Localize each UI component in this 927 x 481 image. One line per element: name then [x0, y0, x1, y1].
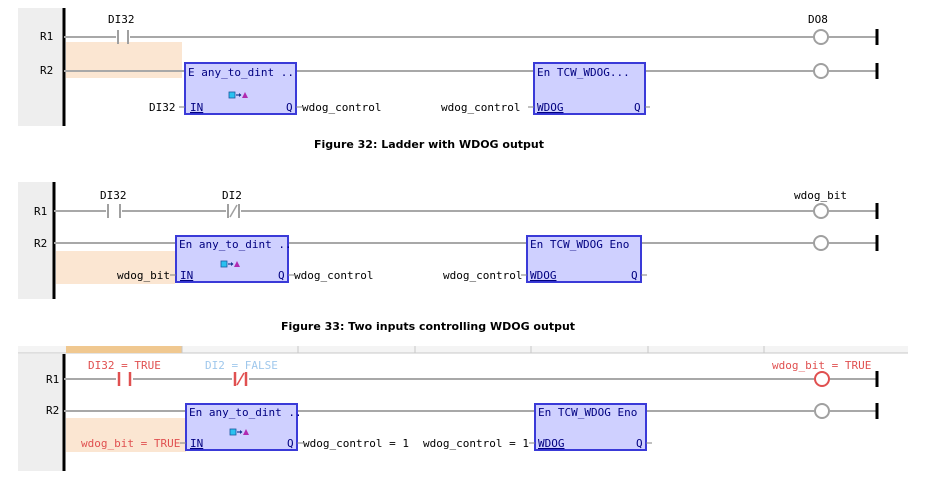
contact-di32-active[interactable]: [117, 372, 132, 386]
coil-do8-label: DO8: [808, 13, 828, 26]
contact-di32[interactable]: [117, 30, 129, 44]
fb2-in-var: wdog_control: [441, 101, 520, 114]
contact-di2-negated-active[interactable]: [233, 372, 248, 386]
fb1-out-var-state: wdog_control = 1: [303, 437, 409, 450]
fb1-out-var: wdog_control: [302, 101, 381, 114]
left-gutter: [18, 182, 53, 299]
svg-text:IN: IN: [190, 437, 203, 450]
column-header-bar: [18, 346, 908, 353]
coil-wdog-bit-active[interactable]: [814, 371, 830, 387]
column-header-active: [66, 346, 182, 353]
left-gutter: [18, 8, 63, 126]
svg-text:En TCW_WDOG Eno: En TCW_WDOG Eno: [530, 238, 629, 251]
svg-text:IN: IN: [180, 269, 193, 282]
rung-label-r1: R1: [46, 373, 59, 386]
fb1-out-var: wdog_control: [294, 269, 373, 282]
fb2-in-var-state: wdog_control = 1: [423, 437, 529, 450]
rung-label-r2: R2: [40, 64, 53, 77]
fb1-in-var: DI32: [149, 101, 176, 114]
coil-wdog-bit-label: wdog_bit: [794, 189, 847, 202]
svg-text:WDOG: WDOG: [530, 269, 557, 282]
svg-text:En TCW_WDOG Eno: En TCW_WDOG Eno: [538, 406, 637, 419]
fb-any-to-dint[interactable]: E any_to_dint .. IN Q: [184, 62, 297, 115]
fb-tcw-wdog[interactable]: En TCW_WDOG Eno WDOG Q: [526, 235, 642, 283]
svg-text:En any_to_dint ..: En any_to_dint ..: [189, 406, 302, 419]
figure-32-caption: Figure 32: Ladder with WDOG output: [314, 138, 544, 151]
fb-any-to-dint[interactable]: En any_to_dint .. IN Q: [185, 403, 302, 451]
coil-r2[interactable]: [814, 403, 830, 419]
svg-text:Q: Q: [636, 437, 643, 450]
fb-tcw-wdog[interactable]: En TCW_WDOG Eno WDOG Q: [534, 403, 647, 451]
rung-highlight: [66, 418, 186, 452]
svg-text:Q: Q: [286, 101, 293, 114]
rung-label-r2: R2: [46, 404, 59, 417]
figure-33-caption: Figure 33: Two inputs controlling WDOG o…: [281, 320, 575, 333]
svg-text:E any_to_dint ..: E any_to_dint ..: [188, 66, 294, 79]
contact-di2-label: DI2: [222, 189, 242, 202]
coil-do8[interactable]: [813, 29, 829, 45]
coil-r2[interactable]: [813, 63, 829, 79]
svg-text:Q: Q: [631, 269, 638, 282]
svg-text:Q: Q: [278, 269, 285, 282]
contact-di32-state: DI32 = TRUE: [88, 359, 161, 372]
rung-highlight: [56, 251, 175, 284]
fb-any-to-dint[interactable]: En any_to_dint .. IN Q: [175, 235, 292, 283]
contact-di2-state: DI2 = FALSE: [205, 359, 278, 372]
contact-di32-label: DI32: [100, 189, 127, 202]
contact-di2-negated[interactable]: [227, 204, 240, 218]
coil-r2[interactable]: [813, 235, 829, 251]
svg-text:Q: Q: [634, 101, 641, 114]
svg-text:WDOG: WDOG: [537, 101, 564, 114]
coil-wdog-bit-state: wdog_bit = TRUE: [772, 359, 871, 372]
diagram-1: R1 R2 DI32 DO8 E any_to_dint .. IN Q DI3: [18, 8, 879, 151]
coil-wdog-bit[interactable]: [813, 203, 829, 219]
svg-text:En any_to_dint ..: En any_to_dint ..: [179, 238, 292, 251]
svg-text:En TCW_WDOG...: En TCW_WDOG...: [537, 66, 630, 79]
contact-di32[interactable]: [107, 204, 121, 218]
diagram-2: R1 R2 DI32 DI2 wdog_bit En any_to_dint: [18, 182, 879, 333]
svg-text:WDOG: WDOG: [538, 437, 565, 450]
fb1-in-var-state: wdog_bit = TRUE: [81, 437, 180, 450]
left-gutter: [18, 354, 63, 471]
contact-di32-label: DI32: [108, 13, 135, 26]
rung-label-r2: R2: [34, 237, 47, 250]
fb1-in-var: wdog_bit: [117, 269, 170, 282]
rung-label-r1: R1: [40, 30, 53, 43]
rung-highlight: [66, 42, 182, 78]
svg-text:Q: Q: [287, 437, 294, 450]
fb2-in-var: wdog_control: [443, 269, 522, 282]
svg-text:IN: IN: [190, 101, 203, 114]
rung-label-r1: R1: [34, 205, 47, 218]
diagram-3: R1 R2 DI32 = TRUE DI2 = FALSE wdog_bit =…: [18, 346, 908, 471]
fb-tcw-wdog[interactable]: En TCW_WDOG... WDOG Q: [533, 62, 646, 115]
